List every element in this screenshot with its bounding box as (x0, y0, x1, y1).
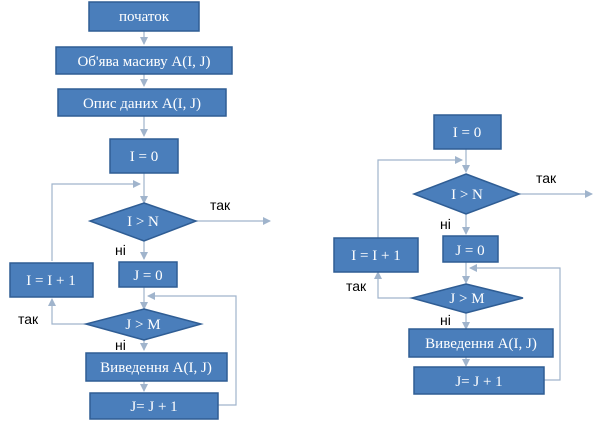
no-label-i: ні (440, 216, 451, 232)
declare-array-label: Об'ява масиву A(I, J) (77, 54, 210, 70)
init-j-label: J = 0 (455, 243, 484, 259)
inc-i-box (9, 262, 94, 298)
right-flowchart: I = 0 I > N так ні J = 0 I = I + 1 так J… (333, 114, 593, 395)
inc-j-label: J= J + 1 (130, 399, 177, 415)
init-i-box (433, 114, 502, 150)
cond-j-label: J > M (125, 317, 160, 333)
output-label: Виведення A(I, J) (100, 360, 212, 376)
inc-j-box (413, 366, 545, 395)
inc-j-box (89, 392, 219, 420)
no-label-j: ні (440, 312, 451, 328)
cond-j-label: J > M (449, 291, 484, 307)
inc-j-label: J= J + 1 (455, 374, 502, 390)
cond-i-label: I > N (127, 214, 159, 230)
cond-j-diamond (409, 283, 524, 314)
yes-label-i: так (536, 170, 557, 186)
yes-arrow-j (374, 271, 412, 299)
loop-j-back (469, 264, 561, 381)
start-label: початок (119, 9, 170, 25)
loop-i-back (51, 180, 141, 261)
left-flowchart: початок Об'ява масиву A(I, J) Опис даних… (9, 1, 271, 420)
init-j-box (118, 261, 178, 288)
loop-j-back (147, 292, 237, 406)
output-label: Виведення A(I, J) (425, 336, 537, 352)
yes-arrow-j (48, 298, 86, 325)
output-box (85, 352, 228, 382)
init-i-label: I = 0 (453, 125, 481, 141)
yes-label-i: так (210, 197, 231, 213)
cond-i-diamond (87, 202, 199, 242)
init-j-label: J = 0 (133, 268, 162, 284)
inc-i-box (333, 237, 419, 273)
init-i-label: I = 0 (130, 149, 158, 165)
loop-i-back (377, 156, 463, 238)
inc-i-label: I = I + 1 (351, 248, 400, 264)
yes-label-j: так (18, 311, 39, 327)
output-box (408, 328, 554, 358)
declare-array-box (55, 46, 233, 75)
describe-data-box (57, 88, 227, 117)
init-i-box (109, 138, 179, 174)
cond-i-diamond (411, 173, 522, 215)
yes-label-j: так (346, 278, 367, 294)
inc-i-label: I = I + 1 (26, 273, 75, 289)
start-box (88, 1, 200, 32)
describe-data-label: Опис даних A(I, J) (83, 96, 201, 112)
no-label-i: ні (115, 242, 126, 258)
no-label-j: ні (115, 337, 126, 353)
init-j-box (442, 235, 499, 263)
cond-j-diamond (83, 308, 204, 341)
cond-i-label: I > N (451, 187, 483, 203)
